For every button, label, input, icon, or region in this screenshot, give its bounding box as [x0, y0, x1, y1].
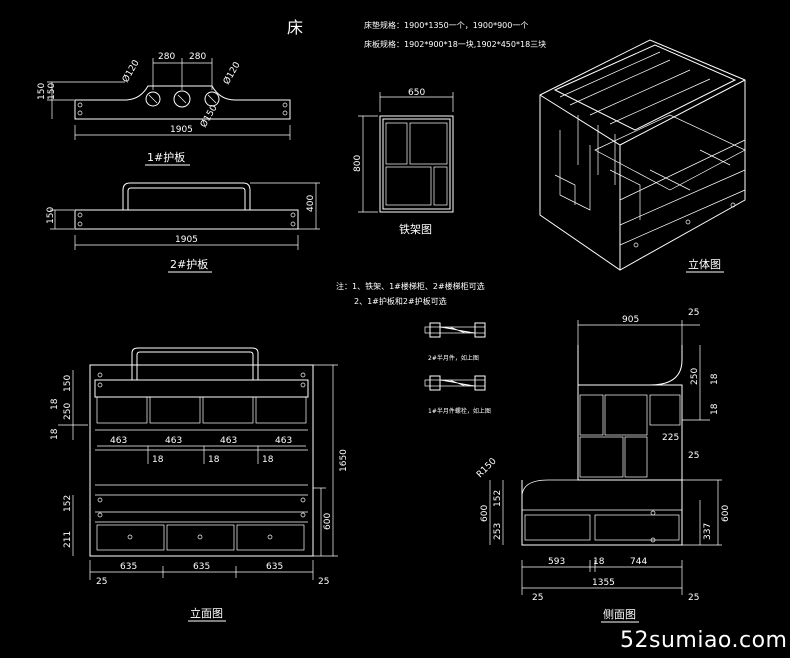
dim-sv-600-left: 600 [480, 505, 490, 522]
elevation-view: 150 250 18 18 463 463 463 463 18 18 18 1… [50, 347, 349, 622]
isometric-view: 立体图 [539, 39, 746, 273]
dim-sv-18a: 18 [710, 373, 720, 385]
dim-g1-280-left: 280 [158, 52, 175, 62]
dim-sv-225: 225 [662, 433, 679, 443]
dim-g2-1905: 1905 [175, 235, 198, 245]
note-line-1: 注：1、铁架、1#楼梯柜、2#楼梯柜可选 [336, 281, 485, 291]
dim-sv-25-mid: 25 [688, 451, 699, 461]
dim-g1-1905: 1905 [170, 125, 193, 135]
dim-g2-400: 400 [306, 195, 316, 212]
dim-sv-25-bl: 25 [532, 593, 543, 603]
watermark: 52sumiao.com [620, 628, 788, 653]
iron-frame-label: 铁架图 [399, 223, 432, 236]
dim-el-150: 150 [63, 375, 73, 392]
dim-el-152: 152 [63, 495, 73, 512]
dim-g1-150b: 150 [47, 83, 57, 100]
dim-el-18c: 18 [152, 455, 164, 465]
iron-frame: 650 800 铁架图 [353, 88, 454, 236]
dim-g1-280-right: 280 [189, 52, 206, 62]
dim-el-211: 211 [63, 531, 73, 548]
dim-el-463-4: 463 [275, 436, 292, 446]
dim-el-1650: 1650 [339, 449, 349, 472]
dim-sv-152: 152 [493, 490, 503, 507]
guard-board-2-label: 2#护板 [170, 257, 208, 271]
dim-sv-25-br: 25 [688, 593, 699, 603]
guard-board-1: 280 280 150 150 Ø120 Ø120 Ø150 1905 1#护板 [37, 52, 291, 166]
dim-el-635-3: 635 [266, 562, 283, 572]
dim-g1-d150: Ø150 [198, 103, 220, 130]
dim-sv-250: 250 [690, 368, 700, 385]
spec-line-2: 床板规格：1902*900*18一块,1902*450*18三块 [364, 39, 546, 49]
dim-el-18e: 18 [262, 455, 274, 465]
dim-el-25-right: 25 [318, 577, 329, 587]
elevation-label: 立面图 [190, 606, 223, 620]
dim-sv-18b: 18 [710, 403, 720, 415]
side-view-label: 侧面图 [603, 608, 636, 621]
dim-if-800: 800 [353, 155, 363, 172]
dim-sv-25-top: 25 [688, 308, 699, 318]
dim-g1-d120-right: Ø120 [221, 60, 243, 87]
bolt-1-label: 1#半月件螺栓，如上图 [428, 407, 491, 415]
dim-sv-744: 744 [630, 557, 647, 567]
spec-line-1: 床垫规格：1900*1350一个，1900*900一个 [364, 20, 528, 30]
dim-sv-593: 593 [548, 557, 565, 567]
dim-sv-337: 337 [703, 523, 713, 540]
dim-sv-905: 905 [622, 315, 639, 325]
iso-view-label: 立体图 [688, 257, 721, 271]
dim-el-18a: 18 [50, 398, 60, 410]
dim-el-250: 250 [63, 403, 73, 420]
side-view: 905 25 250 18 18 225 25 R150 600 152 253… [475, 308, 731, 623]
dim-if-650: 650 [408, 88, 425, 98]
drawing-title: 床 [287, 18, 303, 37]
bolt-2: 2#半月件，如上图 [424, 322, 486, 362]
dim-el-463-2: 463 [165, 436, 182, 446]
dim-sv-18c: 18 [593, 557, 605, 567]
dim-el-18d: 18 [208, 455, 220, 465]
dim-sv-r150: R150 [475, 456, 499, 480]
dim-g2-150: 150 [46, 207, 56, 224]
dim-g1-d120-left: Ø120 [120, 58, 142, 85]
dim-el-463-1: 463 [110, 436, 127, 446]
dim-el-18b: 18 [50, 428, 60, 440]
dim-el-635-1: 635 [120, 562, 137, 572]
guard-board-2: 150 400 1905 2#护板 [46, 182, 320, 273]
dim-sv-600-right: 600 [721, 505, 731, 522]
dim-el-463-3: 463 [220, 436, 237, 446]
dim-g1-150a: 150 [37, 83, 47, 100]
note-line-2: 2、1#护板和2#护板可选 [354, 296, 447, 306]
bolt-1: 1#半月件螺栓，如上图 [424, 375, 491, 415]
dim-el-600: 600 [323, 513, 333, 530]
dim-sv-1355: 1355 [592, 578, 615, 588]
guard-board-1-label: 1#护板 [147, 150, 185, 164]
dim-el-25-left: 25 [96, 577, 107, 587]
dim-el-635-2: 635 [193, 562, 210, 572]
dim-sv-253: 253 [493, 523, 503, 540]
bolt-2-label: 2#半月件，如上图 [428, 354, 479, 362]
